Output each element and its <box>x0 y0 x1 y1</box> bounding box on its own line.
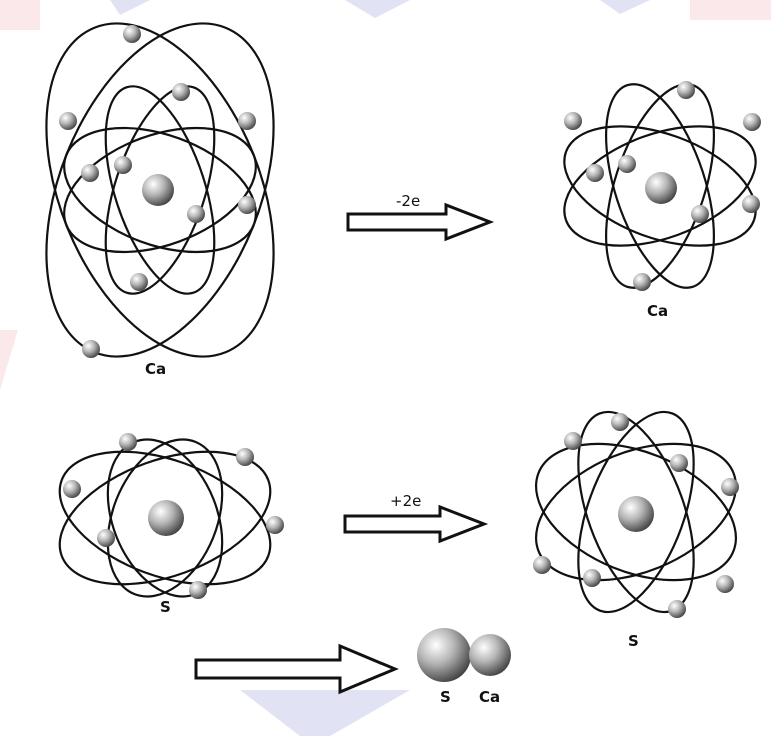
electron <box>81 164 99 182</box>
product-s-label: S <box>440 688 451 706</box>
electron <box>677 81 695 99</box>
electron <box>130 273 148 291</box>
s-nucleus <box>148 500 184 536</box>
electron <box>114 156 132 174</box>
ca-ion-orbit-2 <box>563 125 757 247</box>
electron <box>63 480 81 498</box>
s-orbit-1 <box>58 450 272 586</box>
gain-electrons-label: +2e <box>390 492 421 510</box>
s-ion-orbit-1 <box>534 442 738 582</box>
calcium-sulfide-product: S Ca <box>417 628 511 706</box>
electron <box>172 83 190 101</box>
s-ion-orbit-2 <box>534 442 738 582</box>
electron <box>59 112 77 130</box>
ca-mid-orbit-1 <box>63 126 257 254</box>
electron <box>97 529 115 547</box>
electron <box>583 569 601 587</box>
sulfur-ion: S <box>533 410 739 650</box>
ca-nucleus <box>142 174 174 206</box>
s-orbit-4 <box>106 438 224 598</box>
electron <box>564 432 582 450</box>
gain-electrons-arrow: +2e <box>343 492 489 544</box>
ca-ion-orbit-1 <box>563 125 757 247</box>
electron <box>238 112 256 130</box>
calcium-ion: Ca <box>563 81 761 320</box>
electron <box>533 556 551 574</box>
ca-atom-label: Ca <box>145 360 166 378</box>
product-ca-label: Ca <box>479 688 500 706</box>
ca-mid-orbit-2 <box>63 126 257 254</box>
s-ion-sphere <box>417 628 471 682</box>
lose-electrons-label: -2e <box>396 192 420 210</box>
ca-inner-orbit-2 <box>104 85 216 295</box>
s-ion-label: S <box>628 632 639 650</box>
electron <box>123 25 141 43</box>
electron <box>82 340 100 358</box>
electron <box>716 575 734 593</box>
s-atom-label: S <box>160 598 171 616</box>
combine-arrow <box>194 643 399 695</box>
lose-electrons-arrow: -2e <box>346 192 495 242</box>
s-ion-nucleus <box>618 496 654 532</box>
electron <box>611 413 629 431</box>
electron <box>743 113 761 131</box>
ca-ion-sphere <box>469 634 511 676</box>
electron <box>119 433 137 451</box>
sulfur-atom: S <box>58 433 284 616</box>
ca-inner-orbit-1 <box>104 85 216 295</box>
ca-ion-label: Ca <box>647 302 668 320</box>
electron <box>670 454 688 472</box>
electron <box>618 155 636 173</box>
electron <box>742 195 760 213</box>
calcium-atom: Ca <box>45 22 275 378</box>
electron <box>691 205 709 223</box>
electron <box>238 196 256 214</box>
electron <box>187 205 205 223</box>
s-ion-orbit-4 <box>577 410 695 614</box>
electron <box>189 581 207 599</box>
electron <box>668 600 686 618</box>
electron <box>721 478 739 496</box>
electron <box>564 112 582 130</box>
electron <box>586 164 604 182</box>
ca-ion-orbit-3 <box>605 83 715 289</box>
s-orbit-2 <box>58 450 272 586</box>
ca-ion-nucleus <box>645 172 677 204</box>
electron <box>266 516 284 534</box>
electron <box>236 448 254 466</box>
electron <box>633 273 651 291</box>
